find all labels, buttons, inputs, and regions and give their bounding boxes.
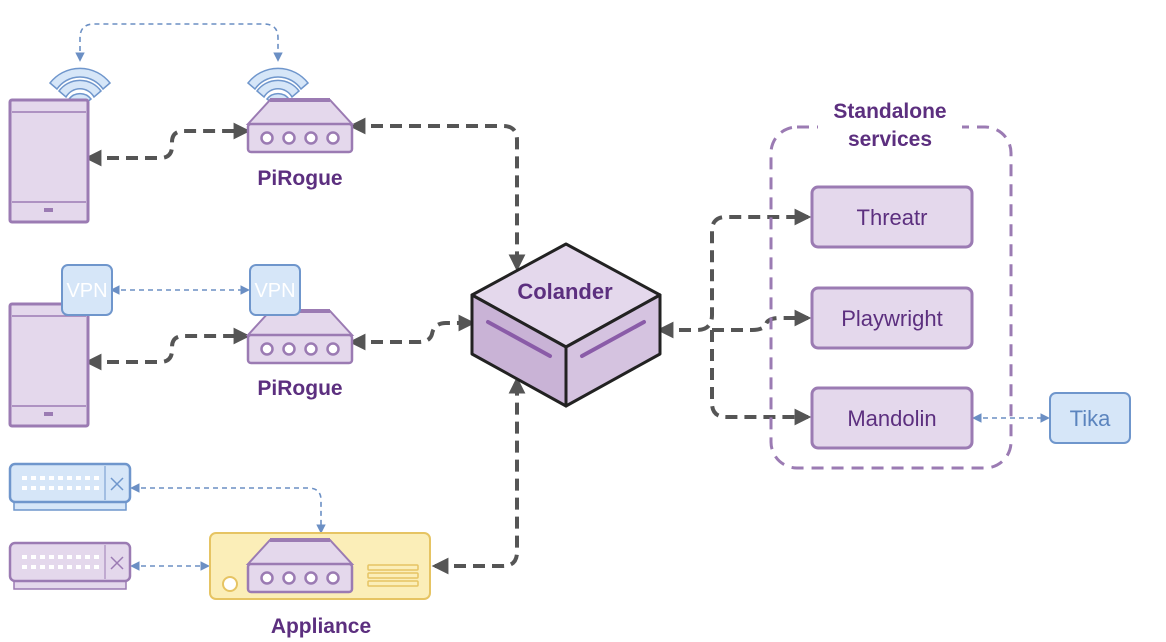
- router-icon: [245, 98, 355, 154]
- link-colander-threatr: [656, 208, 812, 339]
- switch-icon: [8, 541, 132, 590]
- switch-icon: [8, 462, 132, 511]
- link-switch1-appliance: [130, 483, 326, 534]
- tika-label: Tika: [1070, 406, 1112, 431]
- service-box-threatr: Threatr: [810, 185, 974, 249]
- link-wifi-wifi: [75, 23, 283, 62]
- service-playwright-label: Playwright: [841, 306, 942, 331]
- dark-connectors: [84, 117, 812, 575]
- service-threatr-label: Threatr: [857, 205, 928, 230]
- appliance-device: [209, 532, 431, 600]
- pirogue-mid-label: PiRogue: [257, 377, 342, 400]
- link-appliance-colander: [431, 376, 526, 575]
- link-pirogue2-colander: [348, 314, 476, 351]
- vpn-box-left: VPN: [61, 264, 113, 316]
- cube-icon: [470, 242, 662, 408]
- service-box-playwright: Playwright: [810, 286, 974, 350]
- colander-label: Colander: [517, 279, 613, 304]
- link-colander-mandolin: [710, 330, 812, 426]
- tika-box: Tika: [1049, 392, 1131, 444]
- router-icon: [245, 309, 355, 365]
- phone-icon: [8, 302, 90, 428]
- link-phone2-pirogue2: [84, 327, 251, 371]
- service-mandolin-label: Mandolin: [847, 406, 936, 431]
- wifi-icon: [48, 67, 112, 109]
- standalone-title-line2: services: [848, 128, 932, 151]
- phone-icon: [8, 98, 90, 224]
- vpn-box-right: VPN: [249, 264, 301, 316]
- link-phone1-pirogue1: [84, 122, 251, 167]
- standalone-services-group: [769, 125, 1013, 470]
- appliance-label: Appliance: [271, 615, 371, 638]
- vpn-right-label: VPN: [254, 280, 295, 302]
- standalone-title-backdrop: [818, 100, 962, 152]
- standalone-title-line1: Standalone: [833, 100, 946, 123]
- router-icon: [245, 538, 355, 594]
- link-colander-playwright: [712, 309, 812, 332]
- vpn-left-label: VPN: [66, 280, 107, 302]
- blue-connectors: [75, 23, 1050, 571]
- service-box-mandolin: Mandolin: [810, 386, 974, 450]
- link-pirogue1-colander: [348, 117, 526, 272]
- pirogue-top-label: PiRogue: [257, 167, 342, 190]
